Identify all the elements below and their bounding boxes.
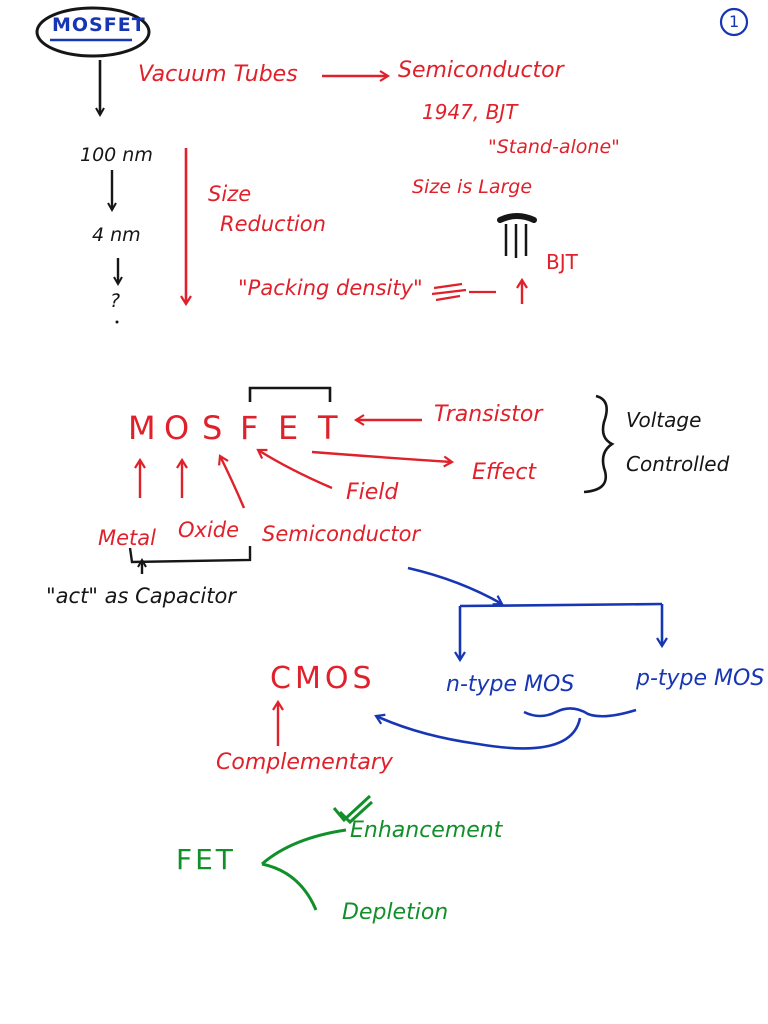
oxide-text: Oxide (178, 518, 240, 542)
split-bar (459, 602, 663, 608)
voltage-brace (583, 394, 615, 494)
page-title: MOSFET (52, 14, 146, 36)
fet-title: FET (176, 843, 236, 876)
size-100nm: 100 nm (80, 144, 153, 166)
branch-depletion (261, 862, 318, 911)
cmos-title: CMOS (270, 661, 376, 696)
standalone-text: "Stand-alone" (488, 136, 620, 158)
branch-enhancement (261, 828, 347, 866)
page-number: 1 (729, 12, 740, 31)
bjt-symbol (497, 213, 537, 223)
transistor-text: Transistor (434, 402, 543, 427)
bjt-label: BJT (546, 250, 578, 274)
arrow-to-split (407, 566, 504, 606)
capacitor-text: "act" as Capacitor (46, 584, 236, 608)
size-reduction-1: Size (208, 182, 252, 206)
mo-bracket (128, 546, 252, 564)
mosfet-letters: M O S F E T (128, 412, 358, 452)
complementary-text: Complementary (216, 750, 393, 775)
size-4nm: 4 nm (92, 224, 141, 246)
semiconductor-word: Semiconductor (262, 522, 421, 546)
depletion-text: Depletion (342, 900, 449, 925)
letter-m: M (128, 409, 162, 447)
wavy-underline (523, 707, 637, 718)
size-unknown: ? (110, 290, 121, 312)
ptype-text: p-type MOS (636, 666, 765, 691)
size-large-text: Size is Large (412, 176, 533, 198)
letter-t: T (318, 409, 344, 447)
enhancement-text: Enhancement (350, 818, 503, 843)
packing-density-text: "Packing density" (238, 276, 423, 300)
letter-o: O (164, 409, 196, 447)
semiconductor-text: Semiconductor (398, 58, 564, 83)
letter-f: F (240, 409, 265, 447)
check-mark (332, 794, 374, 825)
arrow-effect (311, 450, 455, 468)
arrow-to-cmos (374, 713, 582, 750)
letter-s: S (202, 409, 229, 447)
effect-text: Effect (472, 460, 537, 485)
arrow-field (256, 448, 333, 490)
metal-text: Metal (98, 526, 156, 550)
letter-e: E (278, 409, 305, 447)
title-ellipse (35, 6, 151, 58)
year-bjt-text: 1947, BJT (422, 100, 518, 124)
page-number-circle (719, 7, 749, 37)
size-reduction-2: Reduction (220, 212, 326, 236)
controlled-text: Controlled (626, 452, 730, 476)
scribble (431, 282, 467, 302)
voltage-text: Voltage (626, 408, 702, 432)
field-text: Field (346, 480, 399, 505)
ntype-text: n-type MOS (446, 672, 575, 697)
arrow-semiconductor (218, 454, 246, 509)
fet-bracket (248, 386, 332, 402)
vacuum-tubes-text: Vacuum Tubes (138, 62, 298, 87)
